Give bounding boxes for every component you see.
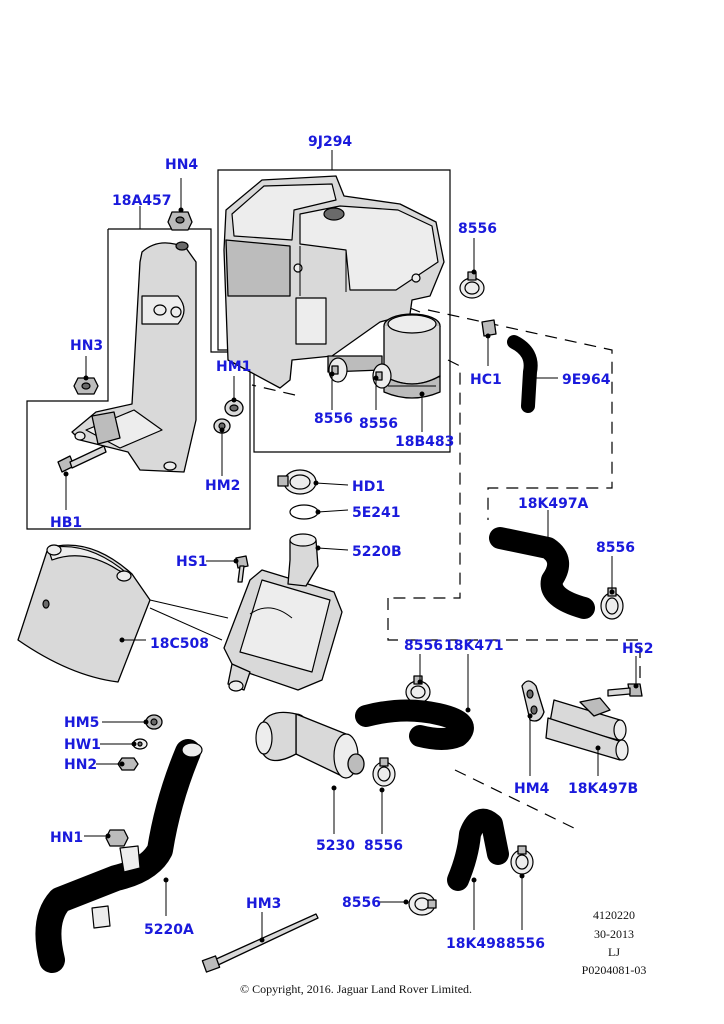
label-hm5: HM5 <box>64 715 99 731</box>
silencer-5230 <box>255 711 365 779</box>
label-8556-c: 8556 <box>359 416 398 432</box>
label-8556-f: 8556 <box>364 838 403 854</box>
hoses <box>35 335 595 973</box>
reference-info: 4120220 30-2013 LJ P0204081-03 © Copyrig… <box>240 908 646 996</box>
ref-code: 4120220 <box>593 908 635 922</box>
cable-tie-hm3 <box>201 913 319 973</box>
label-18k497a: 18K497A <box>518 496 589 512</box>
ref-initials: LJ <box>608 945 620 959</box>
connector-18k497b <box>521 680 629 761</box>
label-8556-e: 8556 <box>404 638 443 654</box>
label-hb1: HB1 <box>50 515 82 531</box>
label-hm3: HM3 <box>246 896 281 912</box>
label-5220b: 5220B <box>352 544 402 560</box>
label-hd1: HD1 <box>352 479 385 495</box>
leaders <box>63 150 639 943</box>
label-hw1: HW1 <box>64 737 101 753</box>
hose-clamps <box>277 271 624 916</box>
label-5e241: 5E241 <box>352 505 401 521</box>
ref-number: P0204081-03 <box>582 963 647 977</box>
label-8556-h: 8556 <box>506 936 545 952</box>
label-hn3: HN3 <box>70 338 103 354</box>
label-hm2: HM2 <box>205 478 240 494</box>
label-8556-g: 8556 <box>342 895 381 911</box>
label-hc1: HC1 <box>470 372 502 388</box>
heat-shield-18c508 <box>17 544 229 683</box>
heater-unit-9j294 <box>223 175 445 399</box>
label-9e964: 9E964 <box>562 372 611 388</box>
label-hs1: HS1 <box>176 554 208 570</box>
label-hn1: HN1 <box>50 830 83 846</box>
label-9j294: 9J294 <box>308 134 352 150</box>
label-18b483: 18B483 <box>395 434 454 450</box>
label-hn2: HN2 <box>64 757 97 773</box>
label-5220a: 5220A <box>144 922 194 938</box>
label-hs2: HS2 <box>622 641 654 657</box>
ref-date: 30-2013 <box>594 927 634 941</box>
label-hn4: HN4 <box>165 157 198 173</box>
label-8556-b: 8556 <box>314 411 353 427</box>
label-5230: 5230 <box>316 838 355 854</box>
label-18k471: 18K471 <box>444 638 504 654</box>
group-outlines <box>26 169 641 831</box>
label-8556-d: 8556 <box>596 540 635 556</box>
label-hm1: HM1 <box>216 359 251 375</box>
label-18k498: 18K498 <box>446 936 506 952</box>
copyright: © Copyright, 2016. Jaguar Land Rover Lim… <box>240 982 472 996</box>
label-hm4: HM4 <box>514 781 550 797</box>
label-18k497b: 18K497B <box>568 781 638 797</box>
muffler-5220b <box>223 533 343 692</box>
label-18c508: 18C508 <box>150 636 209 652</box>
bracket-18a457 <box>71 241 197 473</box>
part-labels: 9J294 HN4 18A457 8556 HN3 HM1 HC1 9E964 … <box>50 134 654 952</box>
label-8556-a: 8556 <box>458 221 497 237</box>
label-18a457: 18A457 <box>112 193 172 209</box>
